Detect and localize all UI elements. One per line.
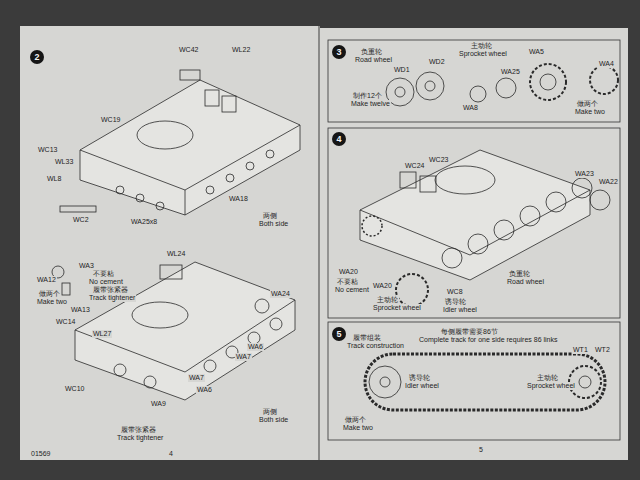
part-label: 5 (478, 446, 484, 454)
part-label: Track tightener (88, 294, 136, 302)
part-label: 做两个 (38, 290, 61, 298)
part-label: Make two (36, 298, 68, 306)
part-label: 负重轮 (508, 270, 531, 278)
part-label: WC23 (428, 156, 449, 164)
part-label: 制作12个 (352, 92, 383, 100)
part-label: No cement (334, 286, 370, 294)
part-label: Sprocket wheel (372, 304, 422, 312)
part-label: WL24 (166, 250, 186, 258)
part-label: WA24 (270, 290, 291, 298)
part-label: Track construction (346, 342, 405, 350)
step-number-text: 5 (332, 327, 346, 341)
part-label: WA13 (70, 306, 91, 314)
part-label: WA9 (150, 400, 167, 408)
part-label: WA6 (196, 386, 213, 394)
part-label: WA20 (372, 282, 393, 290)
part-label: WA5 (528, 48, 545, 56)
part-label: 01569 (30, 450, 51, 458)
part-label: WA6 (247, 343, 264, 351)
part-label: 履带张紧器 (92, 286, 129, 294)
part-label: WA7 (235, 353, 252, 361)
part-label: Make twelve (350, 100, 391, 108)
part-label: WT1 (572, 346, 589, 354)
part-label: WC10 (64, 385, 85, 393)
part-label: Idler wheel (442, 306, 478, 314)
part-label: WA25x8 (130, 218, 158, 226)
part-label: WC24 (404, 162, 425, 170)
part-label: WC13 (37, 146, 58, 154)
part-label: 4 (168, 450, 174, 458)
part-label: WA7 (188, 374, 205, 382)
part-label: Make two (342, 424, 374, 432)
part-label: 做两个 (576, 100, 599, 108)
part-label: Make two (574, 108, 606, 116)
part-label: 诱导轮 (444, 298, 467, 306)
part-label: No cement (88, 278, 124, 286)
step-number: 3 (332, 45, 346, 59)
part-label: 负重轮 (360, 48, 383, 56)
step-number-text: 4 (332, 132, 346, 146)
part-label: Sprocket wheel (458, 50, 508, 58)
part-label: WA8 (462, 104, 479, 112)
part-label: WA12 (36, 276, 57, 284)
part-label: WL33 (54, 158, 74, 166)
part-label: 两侧 (262, 212, 278, 220)
part-label: 不要粘 (92, 270, 115, 278)
part-label: WA18 (228, 195, 249, 203)
part-label: Idler wheel (404, 382, 440, 390)
step-number: 5 (332, 327, 346, 341)
part-label: 主动轮 (536, 374, 559, 382)
part-label: WA4 (598, 60, 615, 68)
part-label: 履带张紧器 (120, 426, 157, 434)
part-label: WA23 (574, 170, 595, 178)
step-number-text: 3 (332, 45, 346, 59)
part-label: WL27 (92, 330, 112, 338)
part-label: 履带组装 (352, 334, 382, 342)
part-label: WC14 (55, 318, 76, 326)
part-label: WC8 (446, 288, 464, 296)
part-label: Both side (258, 416, 289, 424)
step-number: 2 (30, 50, 44, 64)
part-label: WD2 (428, 58, 446, 66)
part-label: 诱导轮 (408, 374, 431, 382)
part-label: 两侧 (262, 408, 278, 416)
part-label: Track tightener (116, 434, 164, 442)
part-label: WD1 (393, 66, 411, 74)
part-label: WL8 (46, 175, 62, 183)
part-label: 做两个 (344, 416, 367, 424)
part-label: 不要粘 (336, 278, 359, 286)
step-number: 4 (332, 132, 346, 146)
part-label: 主动轮 (470, 42, 493, 50)
part-label: WT2 (594, 346, 611, 354)
part-label: WL22 (231, 46, 251, 54)
part-label: WA25 (500, 68, 521, 76)
part-label: Road wheel (506, 278, 545, 286)
part-label: WA20 (338, 268, 359, 276)
part-label: WA3 (78, 262, 95, 270)
part-label: WA22 (598, 178, 619, 186)
part-label: Both side (258, 220, 289, 228)
part-label: Complete track for one side requires 86 … (418, 336, 559, 344)
step-number-text: 2 (30, 50, 44, 64)
part-label: WC42 (178, 46, 199, 54)
part-label: 每侧履带需要86节 (440, 328, 499, 336)
part-label: Road wheel (354, 56, 393, 64)
part-label: Sprocket wheel (526, 382, 576, 390)
part-label: 主动轮 (376, 296, 399, 304)
part-label: WC19 (100, 116, 121, 124)
part-label: WC2 (72, 216, 90, 224)
